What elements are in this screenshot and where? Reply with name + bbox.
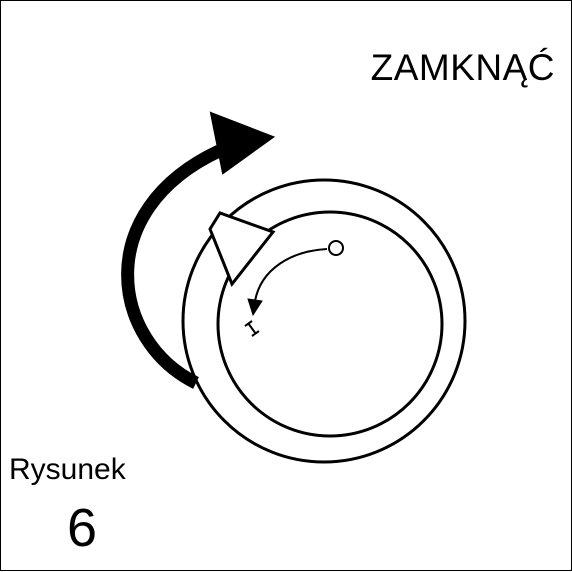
rotation-arrow-head: [209, 111, 276, 175]
instruction-title: ZAMKNĄĆ: [370, 47, 555, 88]
small-turn-arrowhead: [247, 298, 263, 317]
figure-label: Rysunek: [9, 453, 126, 486]
knob-pointer: [208, 211, 276, 287]
rotation-arrow-shaft: [121, 145, 222, 389]
figure-number: 6: [67, 498, 98, 558]
closed-position-icon: [244, 320, 260, 337]
knob-outer-ring: [181, 178, 467, 464]
small-turn-arrow: [254, 248, 328, 302]
open-position-icon: [328, 240, 344, 256]
